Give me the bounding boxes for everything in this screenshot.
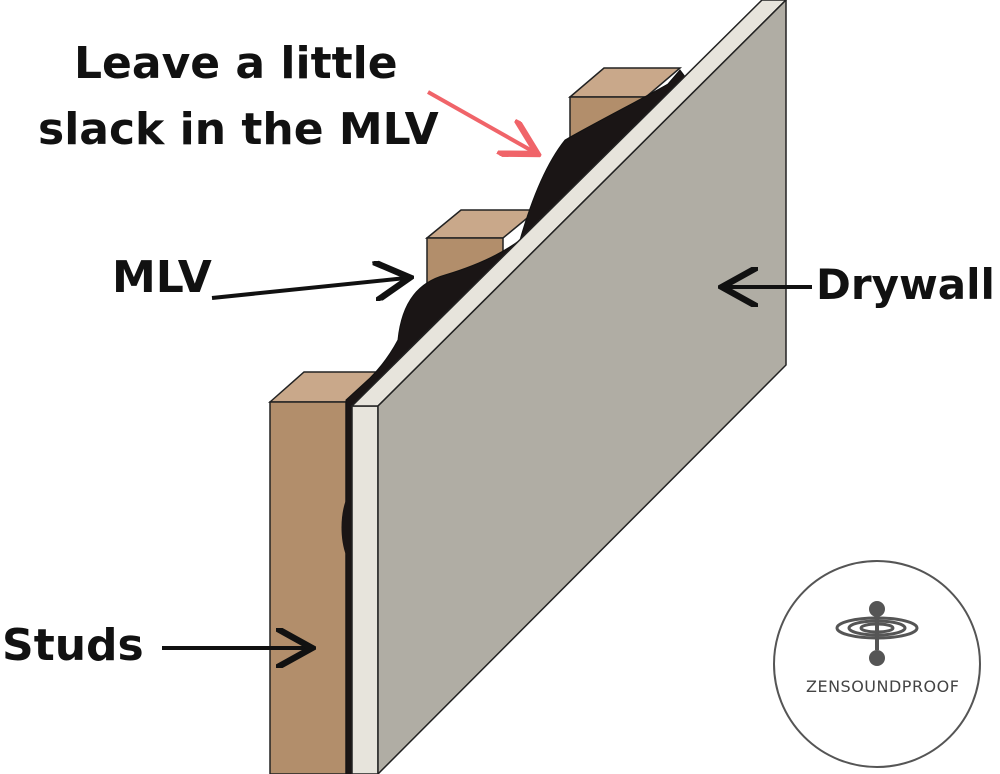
brand-name: ZENSOUNDPROOF	[806, 677, 960, 696]
drywall-top-edge	[350, 0, 788, 407]
slack-label-line1: Leave a little	[74, 38, 398, 89]
mlv-arrow	[211, 278, 406, 298]
water-drop-ripple-icon	[835, 601, 919, 666]
mlv-bulge	[341, 500, 352, 555]
drywall-face	[377, 0, 787, 774]
slack-arrow	[427, 90, 534, 152]
drywall-edge	[351, 405, 379, 774]
drywall-label: Drywall	[816, 260, 995, 309]
slack-label-line2: slack in the MLV	[38, 104, 439, 155]
mlv-label: MLV	[112, 252, 212, 303]
zensoundproof-logo	[773, 560, 981, 768]
studs-label: Studs	[2, 620, 144, 671]
